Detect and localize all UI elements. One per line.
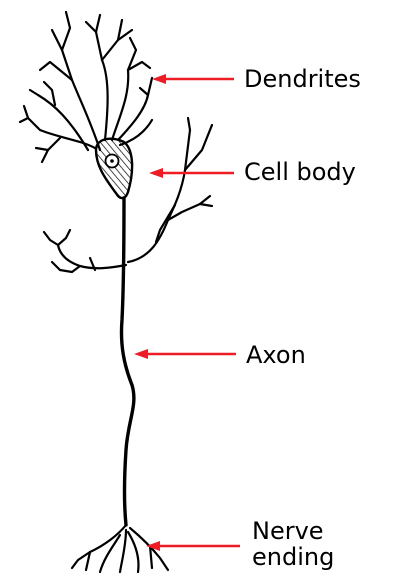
axon-arrowhead [134,349,148,359]
left-branch-sub-1 [58,230,70,245]
left-branch-main [44,232,126,268]
dendrite-branch-11 [140,88,148,95]
axon-label: Axon [246,343,306,367]
collateral-branch [128,118,212,262]
cell-body-arrowhead [149,168,163,178]
dendrite-branch-15 [36,138,60,150]
axon-line [121,198,133,525]
dendrite-tree [20,12,152,162]
nerve-ending-label-line2: ending [252,544,334,570]
dendrites-label: Dendrites [244,67,361,91]
collateral-main [128,118,190,262]
dendrite-branch-5 [86,22,96,32]
terminal-1 [72,525,126,568]
terminal-5 [128,532,139,572]
collateral-sub-3 [200,204,212,206]
cell-body [96,139,132,198]
dendrite-branch-2 [62,12,70,50]
left-branch [44,230,126,272]
cell-body-shape [96,139,132,198]
nerve-ending-label: Nerve ending [252,518,334,570]
terminal-4 [120,530,126,572]
dendrites-arrowhead [152,74,166,84]
dendrite-branch-16 [42,150,48,162]
cell-body-label: Cell body [244,160,356,184]
dendrite-branch-14 [24,106,28,118]
dendrite-branch-4 [96,15,108,140]
nerve-ending-label-line1: Nerve [252,518,334,544]
nucleolus [110,159,114,163]
